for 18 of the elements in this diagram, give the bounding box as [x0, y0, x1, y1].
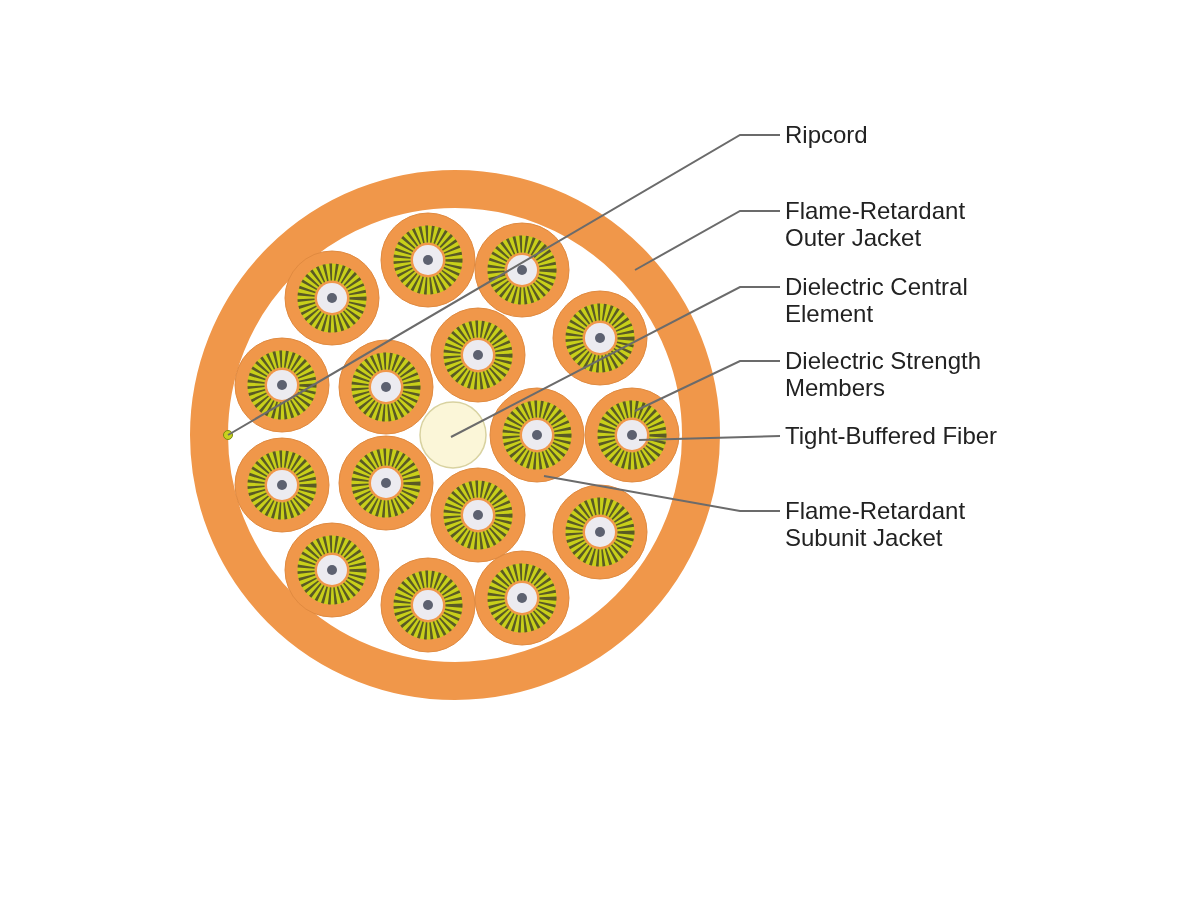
leader-line	[450, 286, 781, 438]
leader-line	[543, 475, 781, 512]
ripcord-dot	[223, 430, 233, 440]
central-element	[419, 401, 487, 469]
outer-jacket-ring	[190, 170, 720, 700]
part-label: Dielectric Central Element	[785, 273, 1025, 327]
part-label: Ripcord	[785, 121, 1025, 148]
leader-line	[634, 210, 781, 271]
subunit-jacket	[489, 387, 585, 483]
part-label: Tight-Buffered Fiber	[785, 422, 1025, 449]
part-label: Flame-Retardant Outer Jacket	[785, 197, 1025, 251]
leader-line	[634, 360, 781, 412]
part-label: Flame-Retardant Subunit Jacket	[785, 497, 1025, 551]
subunit-jacket	[584, 387, 680, 483]
strength-member-ring	[597, 400, 667, 470]
leader-line	[638, 435, 781, 441]
buffered-fiber	[617, 420, 647, 450]
part-label: Dielectric Strength Members	[785, 347, 1025, 401]
